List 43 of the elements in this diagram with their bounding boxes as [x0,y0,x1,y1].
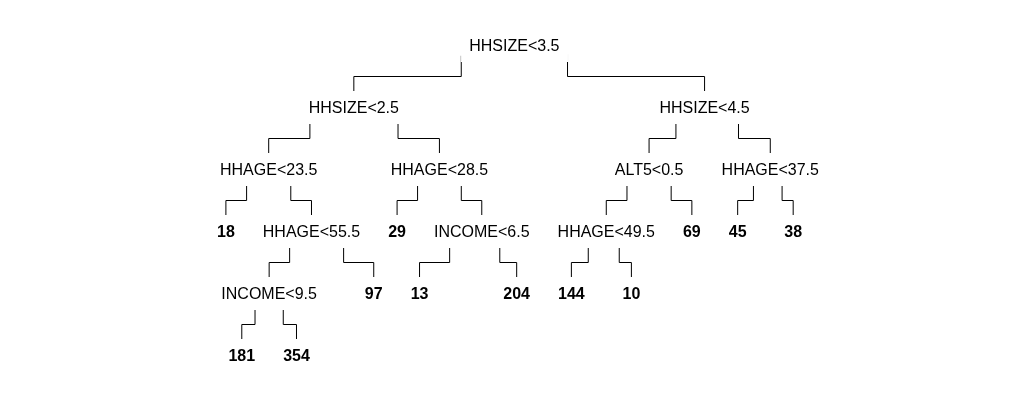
connector [737,185,754,216]
connector [397,123,440,154]
connector [670,185,693,216]
node-text: HHAGE<23.5 [220,160,318,178]
connector [570,247,589,278]
connector [781,185,794,216]
connector [460,185,483,216]
node-text: INCOME<6.5 [434,222,530,240]
node-text: HHAGE<37.5 [721,160,819,178]
node-text: HHAGE<28.5 [390,160,489,178]
connector [648,123,677,154]
connector [282,309,297,340]
connector [738,123,771,154]
node-text: HHSIZE<2.5 [308,98,399,116]
node-text: INCOME<9.5 [221,284,317,302]
connector [241,309,256,340]
connector [499,247,518,278]
node-text: HHSIZE<4.5 [659,98,750,116]
node-text: 97 [364,284,383,302]
connector [268,123,311,154]
node-text: 204 [503,284,531,302]
node-text: 69 [682,222,701,240]
connector [618,247,632,278]
connector [396,185,419,216]
node-text: 10 [622,284,641,302]
node-text: HHAGE<49.5 [557,222,655,240]
connector [343,247,375,278]
node-text: 181 [228,346,256,364]
node-text: HHAGE<55.5 [262,222,361,240]
node-text: 45 [728,222,747,240]
connector [419,247,451,278]
node-text: HHSIZE<3.5 [469,36,560,54]
node-text: 38 [784,222,803,240]
node-text: 144 [558,284,585,302]
node-text: 29 [388,222,406,240]
node-text: 13 [410,284,429,302]
connector [268,247,291,278]
connector [225,185,248,216]
node-text: 354 [283,346,310,364]
node-text: ALT5<0.5 [614,160,684,178]
connector [605,185,628,216]
node-text: 18 [217,222,235,240]
connector [290,185,312,216]
